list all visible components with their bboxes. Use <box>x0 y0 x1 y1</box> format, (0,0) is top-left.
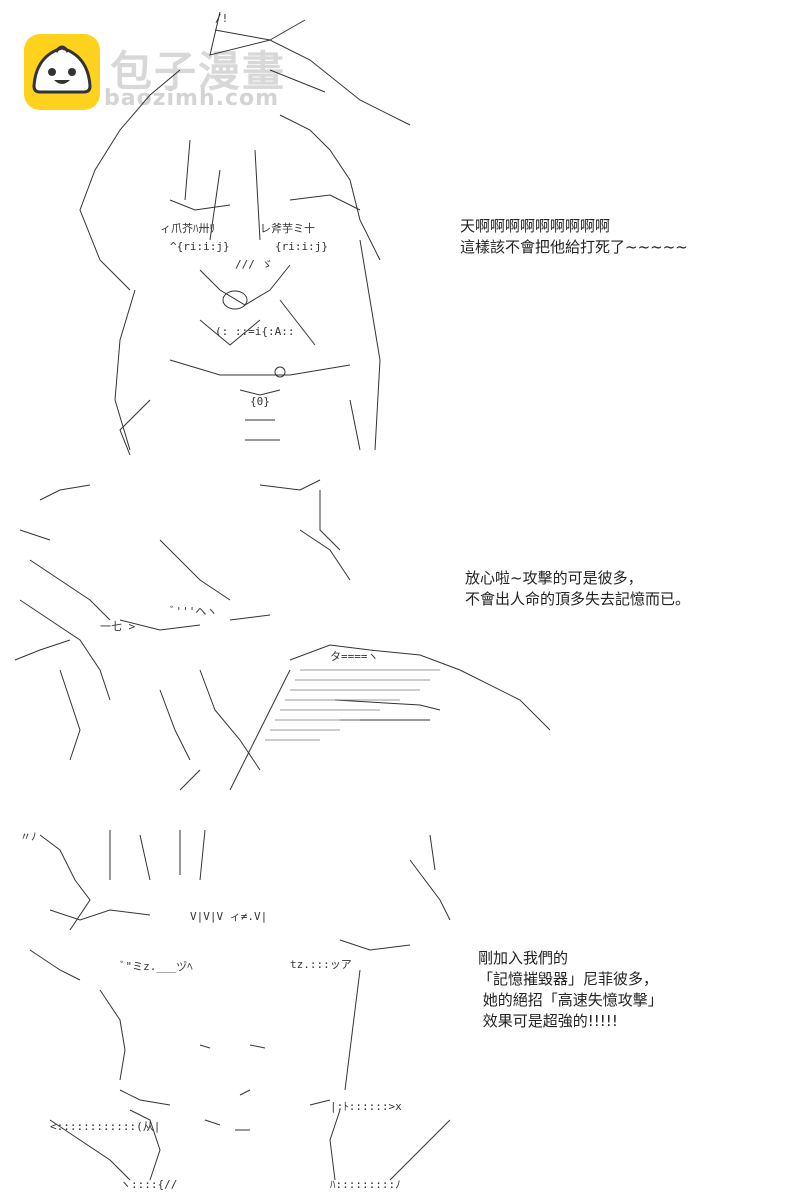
ascii-art-boy-portrait: 〃ﾉ V|V|V ィ≠.V| ﾞ"ミz.___ヅﾍ tz.:::ッア <::::… <box>10 820 460 1195</box>
ascii-fragment: 一七 > <box>100 620 136 633</box>
dialogue-line: 天啊啊啊啊啊啊啊啊啊 <box>460 217 611 235</box>
ascii-fragment: {ri:i:j} <box>275 240 328 253</box>
dialogue-line: 她的絕招「高速失憶攻擊」 <box>478 991 663 1009</box>
dialogue-line: 「記憶摧毀器」尼菲彼多， <box>478 970 659 988</box>
ascii-fragment: ヽ::::{// <box>120 1178 177 1191</box>
ascii-fragment: タ====ヽ <box>330 650 379 663</box>
ascii-fragment: /! <box>215 12 228 25</box>
ascii-fragment: ﾊ:::::::::ﾉ <box>330 1178 401 1191</box>
dialogue-line: 剛加入我們的 <box>478 949 569 967</box>
ascii-fragment: ^{ri:i:j} <box>170 240 230 253</box>
ascii-fragment: 〃ﾉ <box>20 830 37 843</box>
ascii-fragment: V|V|V ィ≠.V| <box>190 910 267 923</box>
ascii-fragment: |:ﾄ::::::>x <box>330 1100 402 1113</box>
dialogue-line: 放心啦~攻擊的可是彼多， <box>465 569 643 587</box>
steamed-bun-face-icon <box>32 45 92 94</box>
ascii-fragment: ィ爪芥ﾊ卅ﾘ <box>160 222 215 235</box>
ascii-fragment: レ斧芋ミ十 <box>260 221 315 235</box>
site-logo <box>24 34 100 110</box>
ascii-fragment: tz.:::ッア <box>290 958 352 971</box>
ascii-art-boy-with-sword: 一七 > ﾞ'''ヘヽ タ====ヽ <box>0 470 560 830</box>
ascii-fragment: {0} <box>250 395 270 408</box>
ascii-fragment: (: ::=i{:A:: <box>215 325 294 338</box>
ascii-art-girl-with-ribbon: /! ィ爪芥ﾊ卅ﾘ レ斧芋ミ十 ^{ri:i:j} {ri:i:j} /// ゞ… <box>60 0 420 470</box>
ascii-fragment: ﾞ"ミz.___ヅﾍ <box>120 960 193 973</box>
site-url: baozimh.com <box>104 86 280 111</box>
site-name: 包子漫畫 <box>110 47 287 96</box>
dialogue-line: 這樣該不會把他給打死了~~~~~ <box>460 238 688 256</box>
ascii-fragment: /// ゞ <box>235 258 273 271</box>
dialogue-caption: 剛加入我們的 「記憶摧毀器」尼菲彼多， 她的絕招「高速失憶攻擊」 效果可是超強的… <box>478 948 663 1032</box>
dialogue-caption: 放心啦~攻擊的可是彼多， 不會出人命的頂多失去記憶而已。 <box>465 568 690 610</box>
dialogue-line: 效果可是超強的!!!!! <box>478 1012 618 1030</box>
dialogue-caption: 天啊啊啊啊啊啊啊啊啊 這樣該不會把他給打死了~~~~~ <box>460 216 688 258</box>
ascii-fragment: <::::::::::::(从| <box>50 1120 160 1133</box>
ascii-fragment: ﾞ'''ヘヽ <box>170 605 217 618</box>
dialogue-line: 不會出人命的頂多失去記憶而已。 <box>465 590 691 608</box>
